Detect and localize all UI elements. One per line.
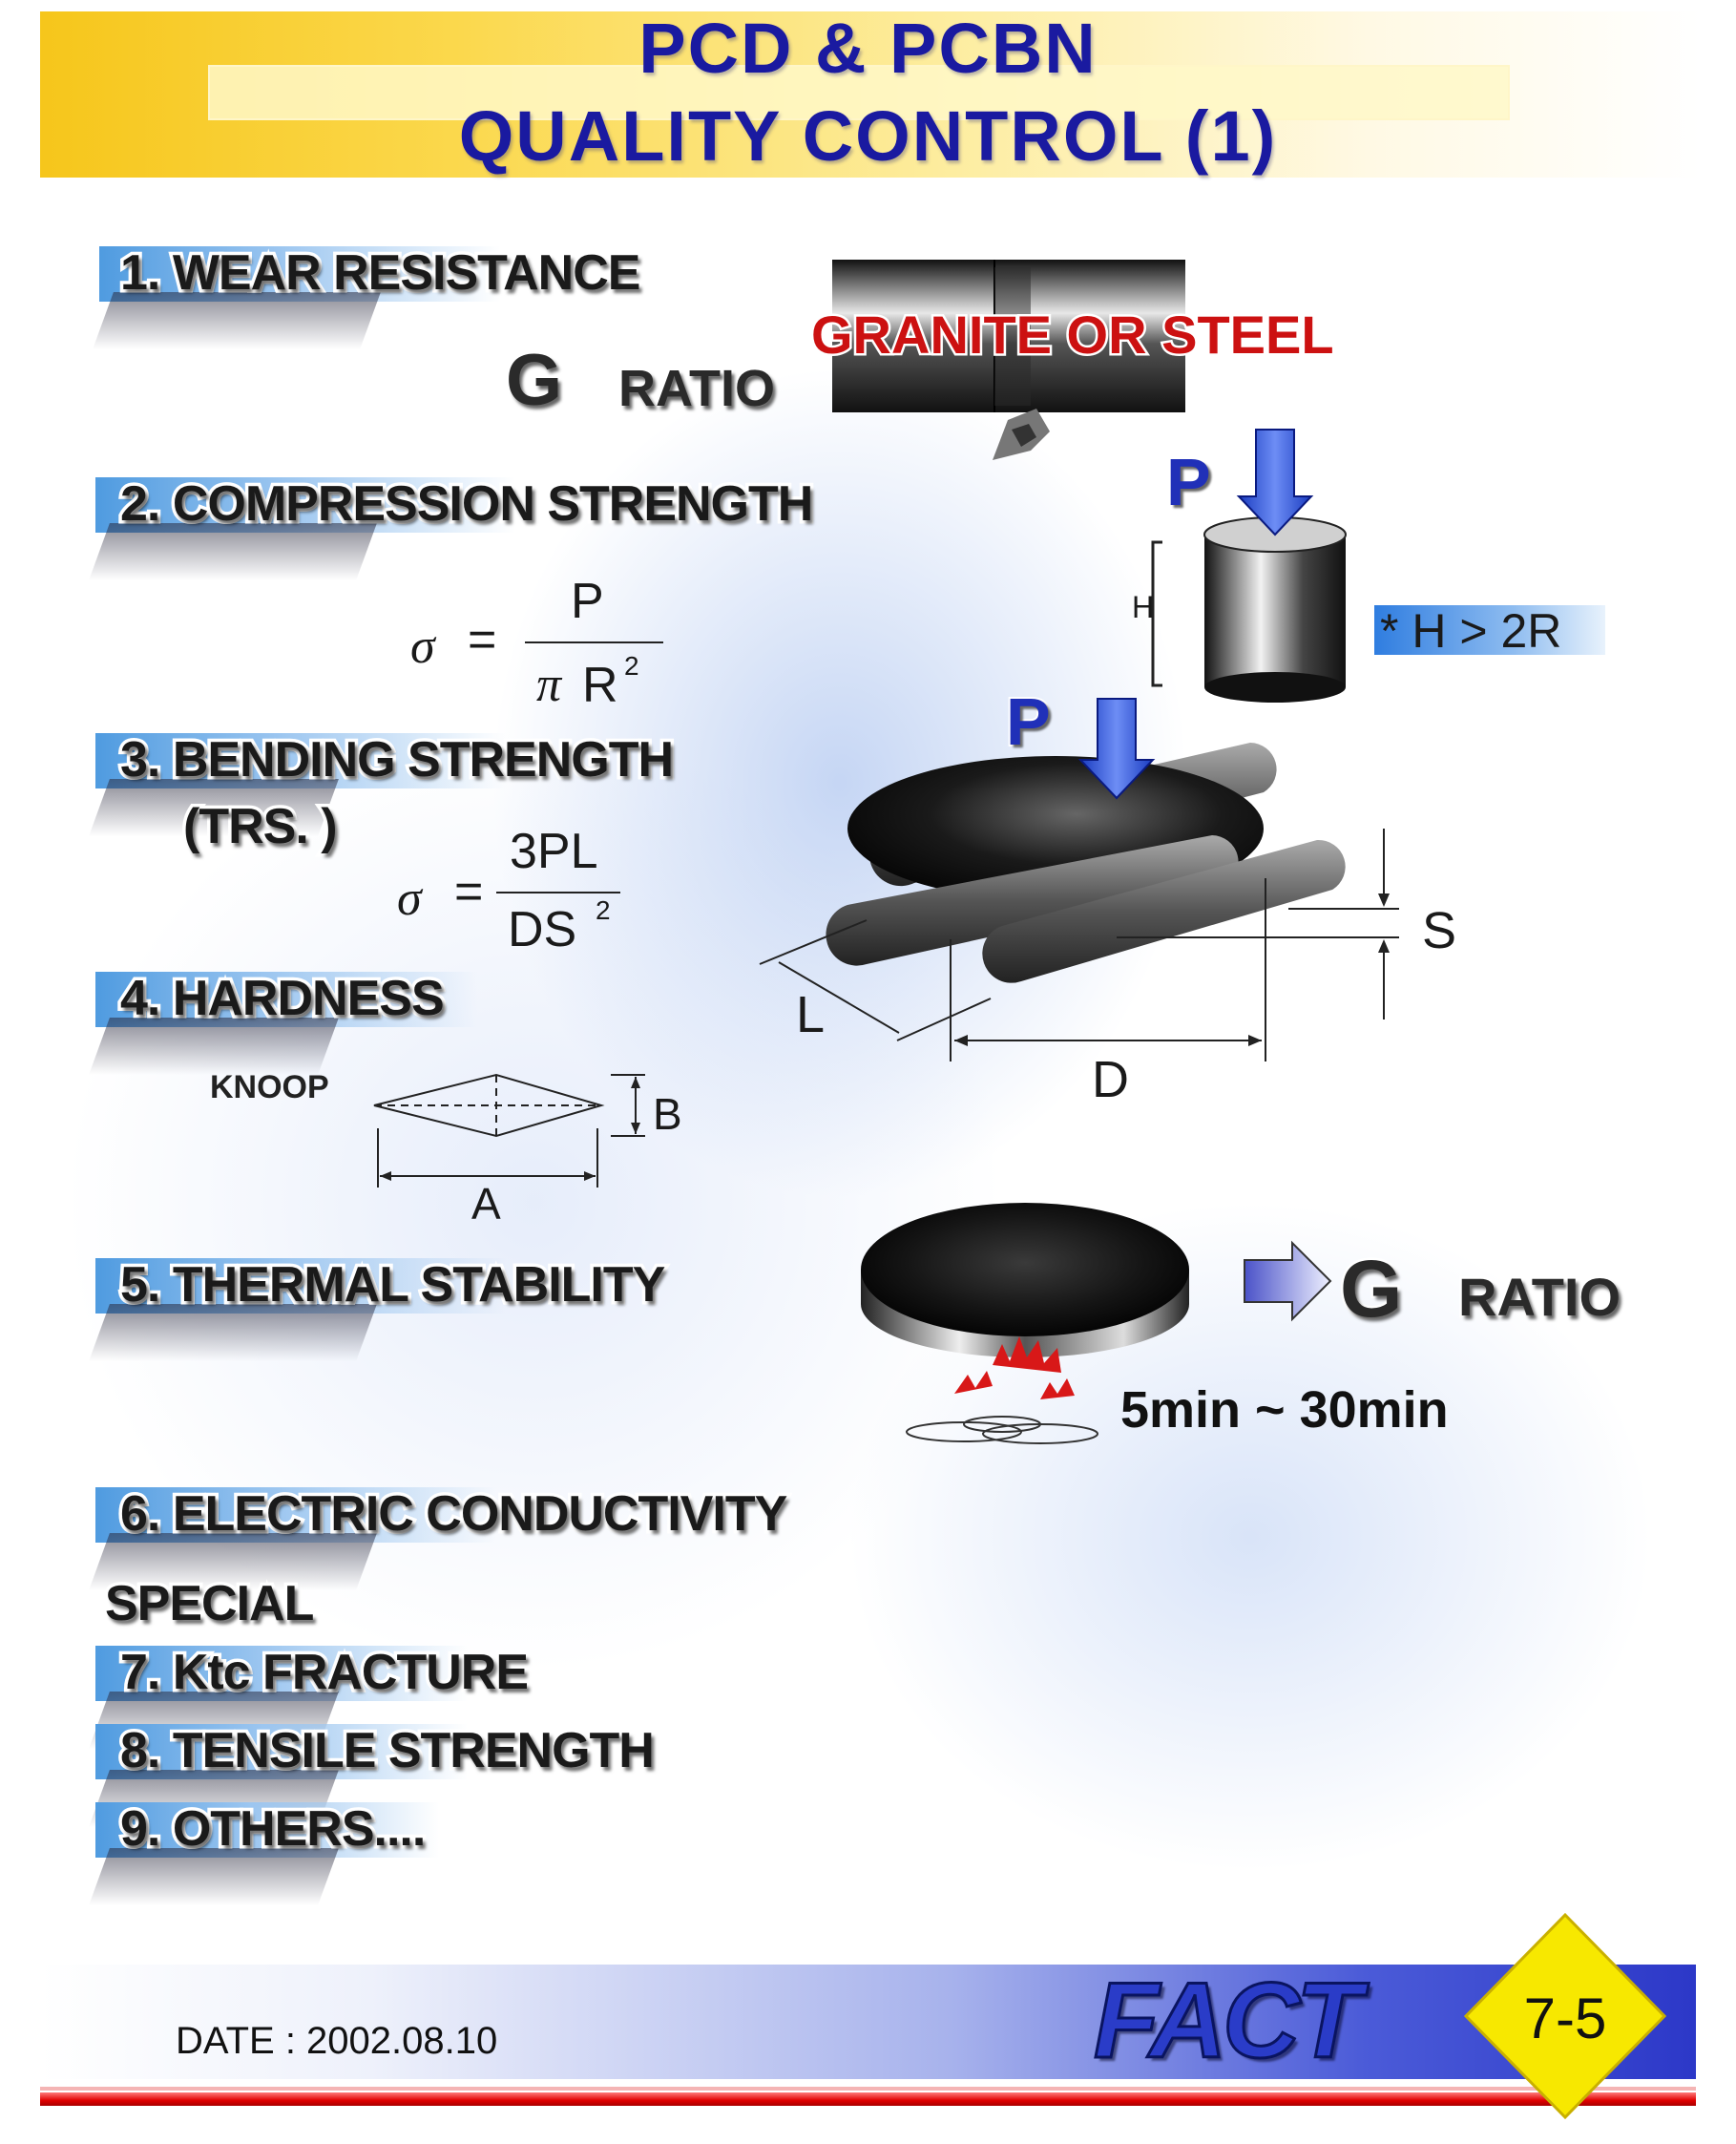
knoop-label: KNOOP	[210, 1069, 329, 1105]
special-item-ktc-fracture: 7. Ktc FRACTURE	[116, 1642, 532, 1704]
load-p-bending: P	[1004, 683, 1053, 761]
formula-fraction-bar	[525, 641, 663, 643]
g-ratio-label: RATIO	[617, 358, 778, 420]
page-number: 7-5	[1523, 1986, 1607, 2050]
special-label: SPECIAL	[101, 1573, 317, 1635]
formula-r: R	[582, 658, 618, 713]
formula-equals: =	[468, 612, 497, 667]
footer-divider	[40, 2092, 1696, 2106]
granite-wheel-graphic	[832, 260, 1185, 460]
heading-electric-conductivity: 6. ELECTRIC CONDUCTIVITY	[116, 1483, 790, 1545]
page-title-line2: QUALITY CONTROL (1)	[458, 96, 1278, 176]
fact-logo: FACT	[1092, 1960, 1362, 2082]
knoop-indenter-diagram	[373, 1073, 645, 1188]
label-b: B	[653, 1089, 682, 1139]
special-item-tensile-strength: 8. TENSILE STRENGTH	[117, 1720, 659, 1782]
special-item-others: 9. OTHERS....	[116, 1798, 429, 1860]
formula-fraction-bar-bending	[496, 892, 620, 893]
heading-bending-strength: 3. BENDING STRENGTH	[116, 729, 677, 791]
footer-date: DATE : 2002.08.10	[176, 2020, 498, 2062]
heading-thermal-stability: 5. THERMAL STABILITY	[116, 1254, 668, 1316]
g-ratio-g: G	[503, 338, 564, 424]
material-label: GRANITE OR STEEL	[809, 303, 1337, 368]
heated-disk-graphic	[861, 1203, 1189, 1444]
condition-text: * H > 2R	[1380, 604, 1562, 658]
title-banner-inset	[208, 65, 1510, 120]
load-p-compression: P	[1164, 443, 1213, 521]
page-number-diamond	[1463, 1912, 1667, 2120]
formula-equals-bending: =	[454, 864, 484, 919]
bending-trs-label: (TRS. )	[180, 796, 342, 858]
heading-compression-strength: 2. COMPRESSION STRENGTH	[116, 473, 816, 536]
formula-exponent-bending: 2	[596, 895, 611, 925]
formula-numerator-bending: 3PL	[510, 824, 598, 879]
heating-time-label: 5min ~ 30min	[1120, 1381, 1449, 1439]
g-ratio-thermal-label: RATIO	[1455, 1265, 1622, 1330]
label-l: L	[796, 986, 826, 1043]
g-ratio-thermal-g: G	[1337, 1242, 1404, 1336]
footer-banner	[40, 1965, 1696, 2079]
arrow-right-icon	[1244, 1240, 1332, 1322]
heading-wear-resistance: 1. WEAR RESISTANCE	[116, 242, 643, 305]
three-point-bending-graphic	[759, 698, 1399, 1061]
formula-denominator-bending: DS	[508, 902, 577, 957]
formula-sigma-bending: σ	[397, 872, 422, 926]
formula-numerator: P	[571, 574, 604, 629]
compression-cylinder-graphic	[1151, 429, 1347, 703]
label-d: D	[1092, 1051, 1129, 1108]
height-label: H	[1132, 590, 1155, 624]
heading-hardness: 4. HARDNESS	[117, 968, 449, 1030]
footer-divider-highlight	[40, 2087, 1696, 2091]
label-s: S	[1422, 902, 1457, 959]
formula-pi: π	[536, 658, 562, 712]
page-title-line1: PCD & PCBN	[638, 9, 1098, 88]
formula-sigma: σ	[410, 620, 435, 674]
label-a: A	[471, 1179, 501, 1229]
condition-highlight	[1374, 605, 1605, 655]
formula-exponent: 2	[624, 651, 639, 681]
